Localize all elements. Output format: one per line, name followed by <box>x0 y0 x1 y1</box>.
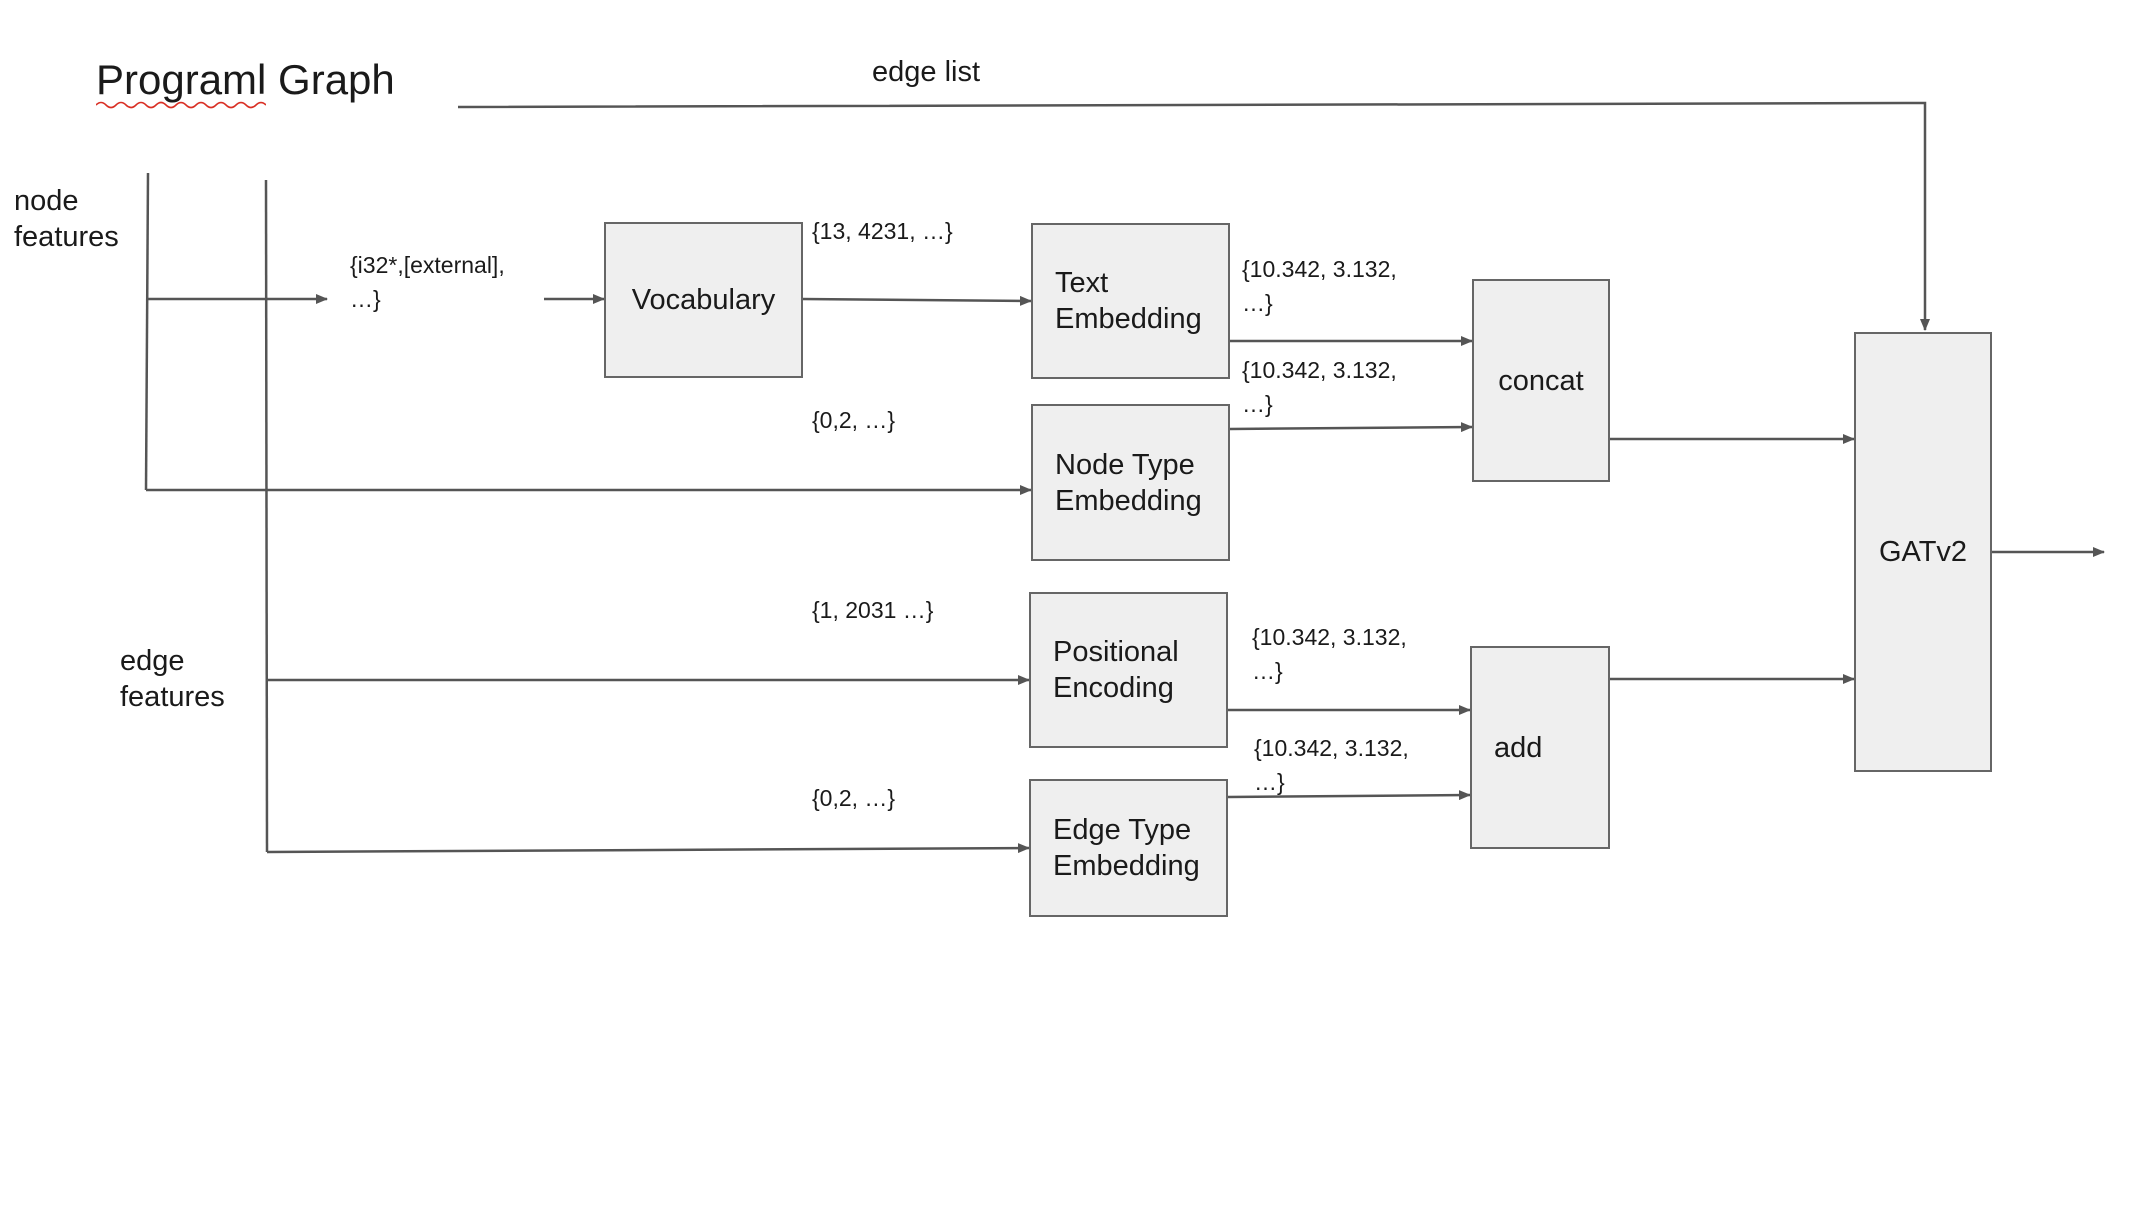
add-box-label: add <box>1494 731 1543 764</box>
edge-type-embedding-box-label: Edge Type Embedding <box>1053 814 1200 882</box>
text-embedding-box-label: Text Embedding <box>1055 267 1202 335</box>
position-vectors-label: {10.342, 3.132, …} <box>1252 624 1407 684</box>
edge-list-label: edge list <box>872 56 981 88</box>
gatv2-box[interactable]: GATv2 <box>1854 332 1992 772</box>
gatv2-box-label: GATv2 <box>1878 536 1968 568</box>
node-type-ids-label: {0,2, …} <box>812 407 896 433</box>
node-features-trunk <box>144 172 150 491</box>
node-type-to-concat-arrow <box>1229 422 1473 433</box>
position-ids-label: {1, 2031 …} <box>812 597 934 623</box>
node-type-embedding-box-label: Node Type Embedding <box>1055 448 1202 517</box>
node-type-embedding-box[interactable]: Node Type Embedding <box>1031 404 1230 561</box>
vocabulary-box[interactable]: Vocabulary <box>604 222 803 378</box>
diagram-title: Programl Graph <box>96 56 395 103</box>
node-type-vectors-label: {10.342, 3.132, …} <box>1242 357 1397 417</box>
positional-encoding-box-label: Positional Encoding <box>1053 636 1179 704</box>
concat-box[interactable]: concat <box>1472 279 1610 482</box>
positional-encoding-box[interactable]: Positional Encoding <box>1029 592 1228 748</box>
concat-box-label: concat <box>1498 364 1584 397</box>
edge-type-to-add-arrow <box>1227 790 1471 801</box>
edge-type-embedding-box[interactable]: Edge Type Embedding <box>1029 779 1228 917</box>
vocabulary-box-label: Vocabulary <box>631 284 776 316</box>
edge-features-label: edge features <box>120 645 225 713</box>
vocabulary-to-text-embedding-arrow <box>801 295 1032 306</box>
vocab-ids-label: {13, 4231, …} <box>812 218 953 244</box>
add-box[interactable]: add <box>1470 646 1610 849</box>
node-features-label: node features <box>14 185 119 253</box>
edge-features-trunk <box>264 179 269 853</box>
text-vectors-label: {10.342, 3.132, …} <box>1242 256 1397 316</box>
edge-list-wire <box>457 101 1930 331</box>
text-embedding-box[interactable]: Text Embedding <box>1031 223 1230 379</box>
edge-to-edge-type-arrow <box>266 843 1030 854</box>
spellcheck-underline <box>96 101 266 109</box>
edge-type-ids-label: {0,2, …} <box>812 785 896 811</box>
raw-text-label: {i32*,[external], …} <box>350 252 505 312</box>
edge-type-vectors-label: {10.342, 3.132, …} <box>1254 735 1409 795</box>
